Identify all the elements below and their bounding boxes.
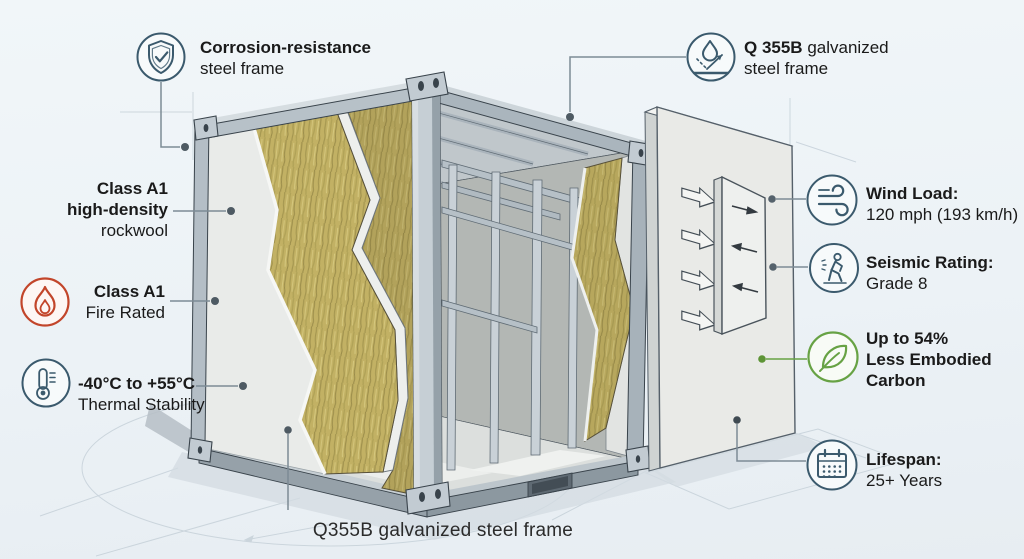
callout-rockwool-line2: high-density: [66, 200, 168, 219]
callout-rockwool-line1: Class A1: [96, 179, 168, 198]
right-corner-post: [423, 80, 650, 464]
callout-thermal-line1: -40°C to +55°C: [78, 374, 196, 393]
callout-fire-line1: Class A1: [93, 282, 165, 301]
callout-thermal-line2: Thermal Stability: [78, 395, 205, 414]
leaf-icon: [807, 331, 859, 383]
wind-pressure-arrows: [681, 186, 717, 331]
callout-rockwool: Class A1 high-density rockwool: [18, 178, 168, 241]
callout-carbon-line2: Less Embodied: [866, 350, 992, 369]
calendar-icon: [806, 439, 858, 491]
thermometer-icon: [21, 358, 71, 408]
callout-thermal: -40°C to +55°C Thermal Stability: [78, 373, 205, 415]
left-wall-cutaway: [198, 91, 421, 497]
callout-corrosion-line1: Corrosion-resistance: [200, 38, 371, 57]
icons: [20, 32, 859, 491]
callout-wind-line2: 120 mph (193 km/h): [866, 205, 1019, 224]
callout-carbon-line3: Carbon: [866, 371, 926, 390]
callout-galvanized-line2: steel frame: [744, 59, 829, 78]
callout-seismic: Seismic Rating: Grade 8: [866, 252, 994, 294]
bottom-caption: Q355B galvanized steel frame: [312, 520, 574, 541]
callout-lifespan: Lifespan: 25+ Years: [866, 449, 942, 491]
callout-galvanized-top: Q 355B galvanized steel frame: [744, 37, 889, 79]
callout-fire-line2: Fire Rated: [85, 303, 165, 322]
flame-icon: [20, 277, 70, 327]
callout-corrosion-line2: steel frame: [200, 59, 285, 78]
callout-wind: Wind Load: 120 mph (193 km/h): [866, 183, 1018, 225]
inner-test-panel: [713, 175, 767, 335]
callout-fire: Class A1 Fire Rated: [20, 281, 165, 323]
callout-rockwool-line3: rockwool: [100, 221, 168, 240]
callout-carbon-line1: Up to 54%: [866, 329, 949, 348]
seismic-person-icon: [809, 243, 859, 293]
leader-lines: [160, 56, 808, 510]
droplet-splash-icon: [686, 32, 736, 82]
callout-galvanized-bold: Q 355B: [744, 38, 803, 57]
shield-check-icon: [136, 32, 186, 82]
callout-galvanized-rest: galvanized: [807, 38, 889, 57]
detached-panel: [643, 106, 796, 472]
callout-lifespan-line1: Lifespan:: [866, 450, 942, 469]
callout-corrosion: Corrosion-resistance steel frame: [200, 37, 371, 79]
callout-lifespan-line2: 25+ Years: [866, 471, 943, 490]
callout-seismic-line1: Seismic Rating:: [866, 253, 994, 272]
callout-wind-line1: Wind Load:: [866, 184, 959, 203]
callout-carbon: Up to 54% Less Embodied Carbon: [866, 328, 992, 391]
callout-seismic-line2: Grade 8: [866, 274, 928, 293]
wind-icon: [806, 174, 858, 226]
